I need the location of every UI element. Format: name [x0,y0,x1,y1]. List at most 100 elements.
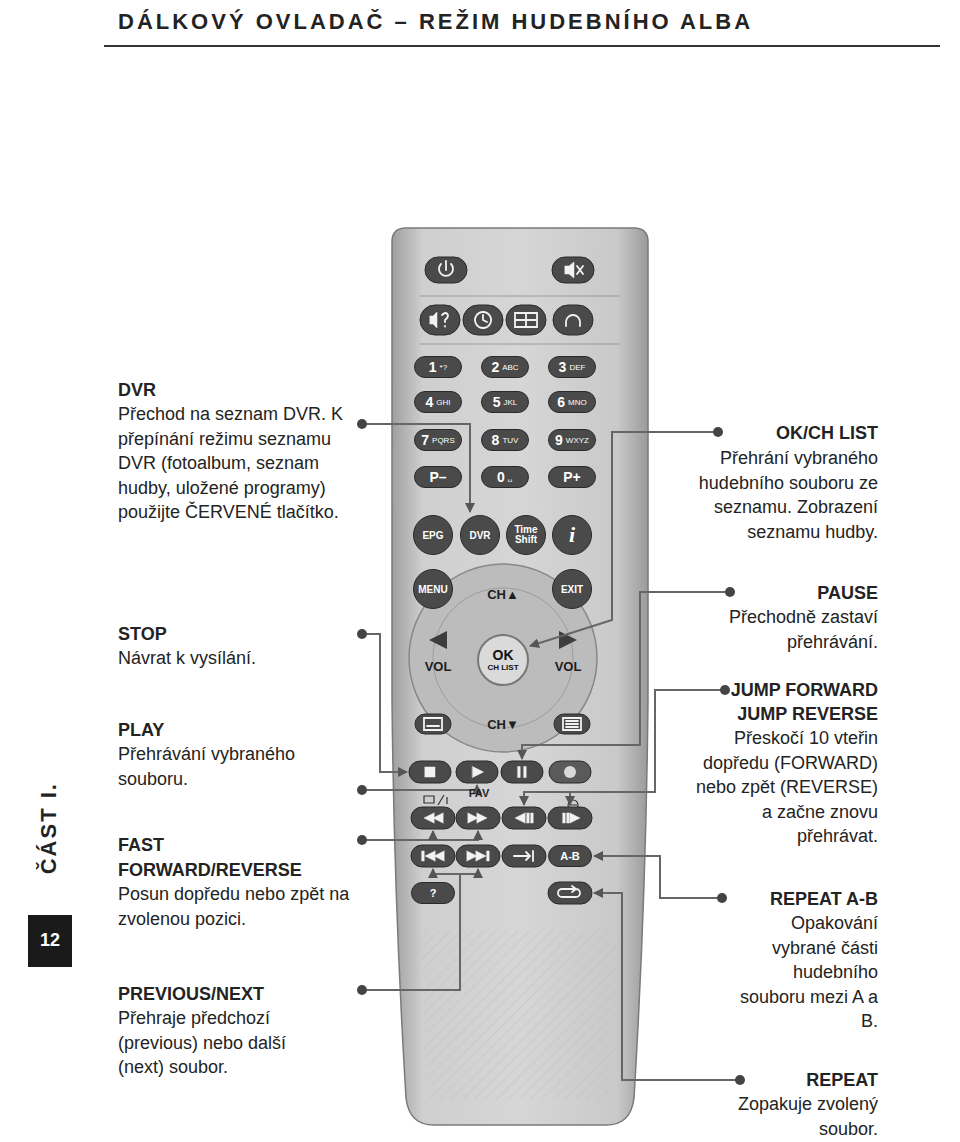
callout-text: Přeskočí 10 vteřin dopředu (FORWARD) neb… [688,726,878,849]
button-text: i [569,522,575,548]
leader-line [432,831,434,840]
remote-button: A-B [548,845,592,867]
button-symbol [475,312,491,328]
remote-button [549,761,591,783]
button-text: OK [493,648,514,663]
remote-button [502,807,546,829]
remote-button [425,257,467,283]
callout-text: Návrat k vysílání. [118,646,350,671]
button-text: CH LIST [487,663,518,673]
part-heading: ČÁST I. [36,782,62,874]
button-symbol [563,813,580,823]
leader-line [530,432,718,646]
button-symbol [565,262,574,278]
remote-button: ? [411,882,455,904]
remote-button [553,305,593,335]
callout-text: Přechodně zastaví přehrávání. [708,605,878,654]
button-text: MENU [418,584,447,595]
page-number-box [28,915,72,967]
page-title: DÁLKOVÝ OVLADAČ – REŽIM HUDEBNÍHO ALBA [118,8,753,36]
button-text: VOL [555,659,582,674]
tv-music-icon [424,795,447,805]
button-text: VOL [425,659,452,674]
button-text: 9 [555,432,563,448]
button-symbol [439,261,453,276]
button-text: GHI [436,398,450,407]
remote-button [415,714,451,734]
remote-button: Time Shift [506,515,546,555]
button-text: P+ [563,469,581,485]
leader-lines [357,419,745,1085]
number-button: 4GHI [414,391,462,413]
remote-button [502,845,546,867]
remote-button [409,761,451,783]
callout-heading: JUMP REVERSE [688,702,878,727]
remote-button [501,761,543,783]
callout-text: Posun dopředu nebo zpět na zvolenou pozi… [118,882,350,931]
remote-grip [420,930,620,1100]
page-number: 12 [40,930,60,952]
button-caption: FAV [469,787,490,800]
button-symbol [422,851,444,861]
callout-heading: PLAY [118,718,350,743]
callout-text: Přehraje předchozí (previous) nebo další… [118,1006,308,1080]
leader-line [362,634,407,772]
button-text: 2 [491,359,499,375]
button-text: EPG [422,530,443,541]
button-text: Time Shift [511,525,541,545]
leader-line [362,785,477,790]
leader-line [362,424,470,512]
number-button: 8TUV [481,429,529,451]
button-text: PQRS [432,436,455,445]
callout-heading: JUMP FORWARD [688,678,878,703]
callout-heading: PREVIOUS/NEXT [118,982,350,1007]
number-button: 2ABC [481,356,529,378]
button-text: 4 [425,394,433,410]
button-text: DEF [569,363,585,372]
remote-seam [420,344,620,345]
remote-button [463,305,503,335]
leader-dot [735,1075,745,1085]
button-text: JKL [504,398,518,407]
leader-line [362,869,478,990]
remote-button [411,807,455,829]
leader-line [362,831,478,840]
remote-button: EXIT [552,569,592,609]
callout-heading: REPEAT A-B [728,887,878,912]
button-text: DVR [469,530,490,541]
leader-dot [357,419,367,429]
callout-text: Přehrání vybraného hudebního souboru ze … [653,446,878,544]
dpad-ring [409,564,597,752]
remote-button: EPG [413,515,453,555]
button-symbol [514,851,533,861]
remote-button [548,882,592,904]
remote-button [456,845,500,867]
number-button: 6MNO [548,391,596,413]
button-symbol [442,313,448,327]
button-text: ? [430,887,437,899]
leader-line [569,792,571,805]
button-text: P– [429,469,446,485]
leader-dot [713,427,723,437]
button-text: 5 [493,394,501,410]
callout-text: Zopakuje zvolený soubor. [718,1092,878,1141]
remote-button [548,807,592,829]
button-text: WXYZ [566,436,589,445]
button-text: 6 [557,394,565,410]
button-text: MNO [568,398,587,407]
vol-left-arrow [429,631,447,649]
dpad-inner-ring [433,588,573,728]
remote-button: MENU [413,569,453,609]
remote-button [552,257,594,283]
button-symbol [467,851,489,861]
remote-button [456,761,498,783]
leader-line [522,592,730,759]
leader-line [594,856,722,898]
remote-button: DVR [460,515,500,555]
button-symbol [566,315,580,326]
dpad-key: VOL [418,655,458,677]
button-symbol [473,767,484,778]
number-button: 0␣ [481,466,529,488]
callout-heading: STOP [118,622,350,647]
